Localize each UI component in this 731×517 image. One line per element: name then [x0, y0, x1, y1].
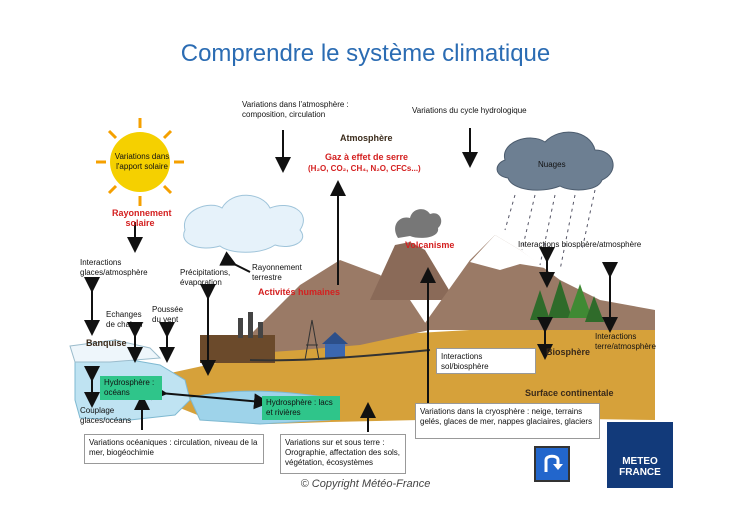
label-variations-cryosphere: Variations dans la cryosphère : neige, t… [415, 403, 600, 439]
label-interactions-bio-atm: Interactions biosphère/atmosphère [518, 240, 641, 250]
label-atmosphere: Atmosphère [340, 133, 393, 143]
label-echanges-chaleur: Echanges de chaleur [106, 310, 152, 330]
label-gaz-formula: (H₂O, CO₂, CH₄, N₂O, CFCs...) [308, 164, 421, 173]
label-variations-sol: Variations sur et sous terre : Orographi… [280, 434, 406, 474]
logo-line1: METEO [607, 456, 673, 467]
label-interactions-glaces: Interactions glaces/atmosphère [80, 258, 158, 278]
label-apport-solaire: Variations dans l'apport solaire [112, 152, 172, 172]
label-biosphere: Biosphère [546, 347, 590, 357]
label-banquise: Banquise [86, 338, 127, 348]
label-rayonnement-terrestre: Rayonnement terrestre [252, 263, 312, 283]
factory-icon [200, 312, 275, 363]
logo-line2: FRANCE [607, 467, 673, 478]
label-activites-humaines: Activités humaines [258, 287, 340, 297]
label-precipitations: Précipitations, évaporation [180, 268, 240, 288]
volcano [370, 242, 455, 300]
label-poussee-vent: Poussée du vent [152, 305, 192, 325]
label-hydro-oceans: Hydrosphère : océans [100, 376, 162, 400]
u-turn-arrow-icon [536, 448, 568, 480]
meteo-france-logo[interactable]: METEO FRANCE [607, 422, 673, 488]
label-nuages: Nuages [538, 160, 566, 170]
label-volcanisme: Volcanisme [405, 240, 454, 250]
label-hydro-lacs: Hydrosphère : lacs et rivières [262, 396, 340, 420]
label-rayonnement-solaire: Rayonnement solaire [112, 208, 168, 228]
cloud-icon [184, 195, 304, 252]
label-gaz-effet-serre: Gaz à effet de serre [325, 152, 408, 162]
back-button[interactable] [534, 446, 570, 482]
label-variations-oceaniques: Variations océaniques : circulation, niv… [84, 434, 264, 464]
label-atmosphere-variations: Variations dans l'atmosphère : compositi… [242, 100, 372, 120]
label-couplage: Couplage glaces/océans [80, 406, 140, 426]
label-surface-continentale: Surface continentale [525, 388, 614, 398]
label-cycle-hydro: Variations du cycle hydrologique [412, 106, 527, 116]
label-interactions-terre-atm: Interactions terre/atmosphère [595, 332, 665, 352]
label-interactions-sol-bio: Interactions sol/biosphère [436, 348, 536, 374]
smoke-icon [395, 209, 441, 238]
